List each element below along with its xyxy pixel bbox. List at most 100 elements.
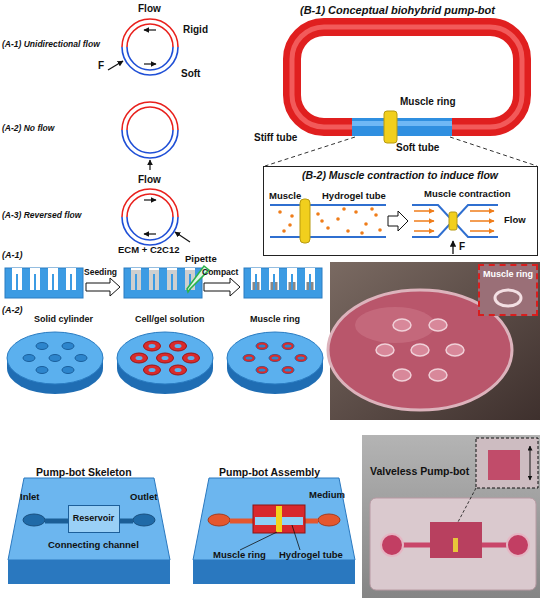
mold-section <box>5 268 83 298</box>
assembly-block <box>193 560 355 584</box>
mold-disc <box>256 343 268 350</box>
tube-section <box>388 211 408 231</box>
panel-heading: (B-2) Muscle contraction to induce flow <box>264 169 536 181</box>
dish-photo <box>393 369 411 381</box>
device-photo <box>370 498 536 590</box>
dish-photo <box>429 369 447 381</box>
port-label: Outlet <box>130 492 157 503</box>
panel-heading: Pump-bot Skeleton <box>36 466 132 478</box>
panel-label: (A-2) <box>2 305 23 315</box>
tube-section <box>316 212 320 216</box>
tube-section <box>278 210 282 214</box>
mold-section <box>253 282 256 290</box>
step-arrow <box>86 278 240 296</box>
mold-section <box>289 282 292 290</box>
mold-disc <box>75 355 87 362</box>
tube-section <box>282 229 286 233</box>
skeleton-block <box>8 478 170 584</box>
dish-photo <box>393 319 411 331</box>
mold-disc <box>36 343 48 350</box>
mold-disc <box>7 332 103 394</box>
device-photo <box>362 435 540 598</box>
zoom-leader <box>265 137 537 166</box>
device-photo <box>453 538 458 552</box>
tube-section <box>414 211 494 231</box>
tube-loop <box>292 27 522 143</box>
device-photo <box>530 446 531 480</box>
tube-loop <box>292 27 522 127</box>
step-label: Compact <box>202 268 238 278</box>
device-photo <box>476 438 538 488</box>
dish-photo <box>495 290 521 306</box>
force-label: F <box>459 241 465 253</box>
assembly-block <box>292 525 300 550</box>
mold-section <box>135 274 191 290</box>
mold-disc <box>144 365 161 375</box>
mold-disc <box>23 355 35 362</box>
part-label: Cell/gel solution <box>135 314 205 324</box>
flow-label: Flow <box>138 3 161 15</box>
tube-loop <box>352 118 452 136</box>
panel-heading: Pump-bot Assembly <box>219 466 320 478</box>
assembly-block <box>276 506 282 532</box>
skeleton-block <box>8 560 170 584</box>
tube-section <box>414 220 434 222</box>
mold-disc <box>227 332 323 394</box>
skeleton-block <box>45 519 68 524</box>
device-photo <box>488 450 520 480</box>
dish-photo <box>446 344 464 356</box>
mold-section <box>124 268 202 298</box>
material-label: Rigid <box>183 24 208 36</box>
skeleton-block <box>8 478 170 560</box>
mold-disc <box>36 367 48 374</box>
tube-section <box>342 207 346 211</box>
assembly-block <box>193 478 355 560</box>
flow-ring <box>175 232 190 242</box>
tube-section <box>414 210 434 212</box>
device-photo <box>362 435 540 598</box>
tube-section <box>278 207 382 235</box>
mold-section <box>307 282 310 290</box>
mold-section <box>311 282 314 290</box>
mold-disc <box>282 367 294 374</box>
mold-disc <box>144 341 161 351</box>
tube-section <box>270 236 386 238</box>
mold-disc <box>170 365 187 375</box>
photo-inset: Muscle ring <box>478 264 538 316</box>
flow-ring <box>122 189 190 245</box>
tube-section <box>470 230 494 232</box>
mold-section <box>275 282 278 290</box>
part-label: Reservoir <box>69 513 118 523</box>
tube-section <box>290 214 294 218</box>
device-photo <box>458 488 476 522</box>
tool-label: Pipette <box>185 254 217 265</box>
device-photo <box>430 522 482 558</box>
mold-section <box>5 268 83 298</box>
mold-section <box>244 268 322 298</box>
tube-section <box>470 210 494 212</box>
flow-ring <box>108 19 178 75</box>
part-label: Muscle <box>269 191 301 202</box>
mold-disc <box>117 332 213 394</box>
tube-section <box>374 213 378 217</box>
inset-label: Muscle ring <box>480 269 536 279</box>
tube-loop <box>384 111 397 143</box>
mold-section <box>271 282 274 290</box>
step-arrow <box>86 278 120 296</box>
assembly-block <box>305 519 318 524</box>
panel-label: (A-3) Reversed flow <box>2 211 81 221</box>
mold-section <box>244 268 322 298</box>
tube-section <box>354 210 358 214</box>
tube-section <box>370 207 374 211</box>
step-arrow <box>204 278 240 296</box>
assembly-block <box>230 519 253 524</box>
flow-ring <box>149 160 150 170</box>
part-label: Hydrogel tube <box>322 191 386 202</box>
flow-ring <box>108 61 123 70</box>
tube-section <box>270 199 498 254</box>
mold-section <box>16 274 72 290</box>
reservoir-box: Reservoir <box>68 505 120 533</box>
